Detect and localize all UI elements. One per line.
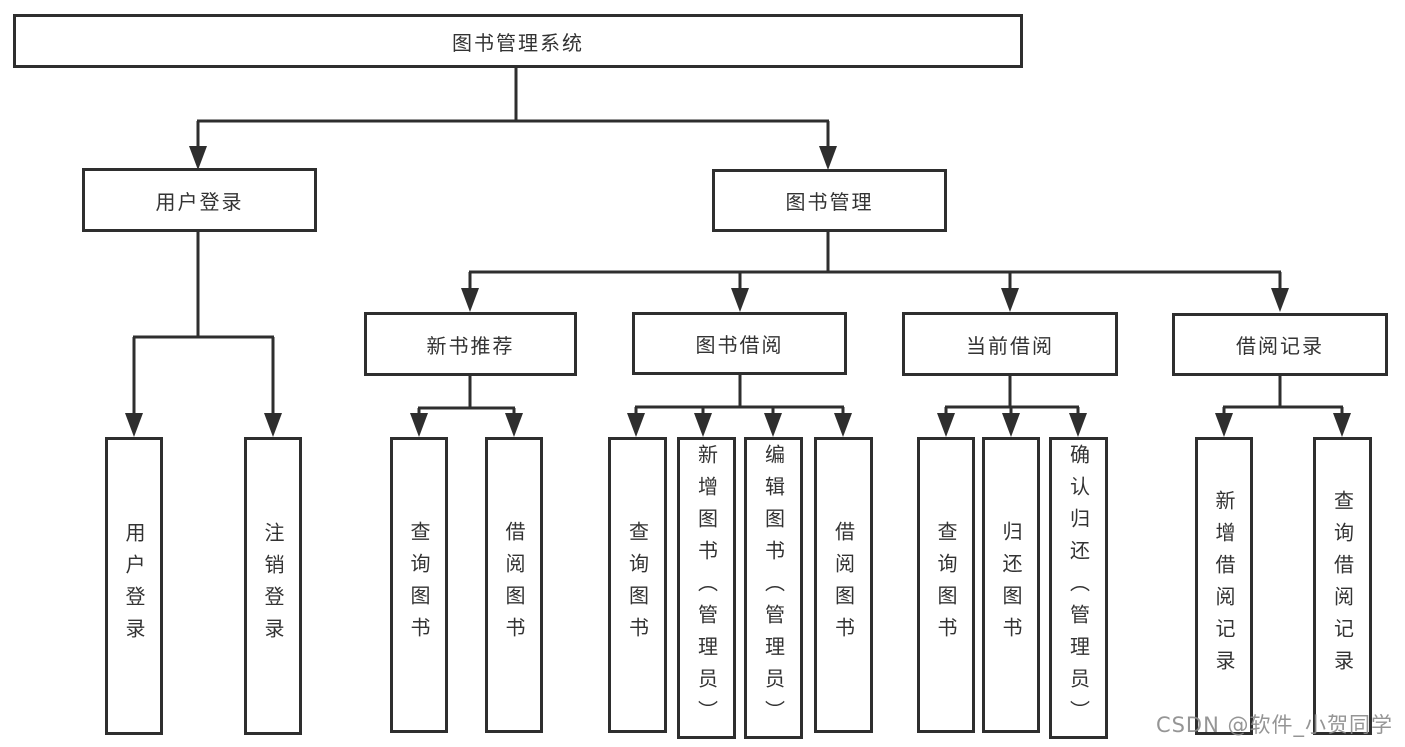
leaf-user-login: 用户登录 (105, 437, 163, 735)
node-user-login-label: 用户登录 (155, 189, 244, 214)
connector-root-to-level2 (189, 68, 837, 170)
leaf-return-books: 归还图书 (982, 437, 1040, 733)
leaf-user-login-label: 用户登录 (122, 522, 146, 650)
leaf-logout-label: 注销登录 (261, 522, 285, 650)
node-borrow-records-label: 借阅记录 (1236, 334, 1324, 358)
leaf-recommend-borrow-books: 借阅图书 (485, 437, 543, 733)
connector-book-mgmt-to-level3 (461, 232, 1289, 312)
leaf-return-books-label: 归还图书 (999, 521, 1023, 649)
leaf-current-query-books-label: 查询图书 (934, 521, 958, 649)
leaf-add-books-admin: 新增图书（管理员） (677, 437, 736, 739)
connector-new-book-to-leaves (410, 376, 523, 437)
csdn-watermark: CSDN @软件_小贺同学 (1155, 713, 1393, 737)
node-book-management: 图书管理 (712, 169, 947, 232)
node-new-book-recommend-label: 新书推荐 (426, 333, 515, 358)
leaf-confirm-return-admin: 确认归还（管理员） (1049, 437, 1108, 739)
leaf-query-borrow-record: 查询借阅记录 (1313, 437, 1372, 735)
node-new-book-recommend: 新书推荐 (364, 312, 577, 376)
node-current-borrow: 当前借阅 (902, 312, 1118, 376)
connector-current-borrow-to-leaves (937, 376, 1087, 437)
node-user-login: 用户登录 (82, 168, 317, 232)
leaf-borrow-query-books: 查询图书 (608, 437, 667, 733)
node-library-system: 图书管理系统 (13, 14, 1023, 68)
leaf-recommend-query-books-label: 查询图书 (407, 521, 431, 649)
connector-user-login-to-leaves (125, 232, 282, 437)
node-current-borrow-label: 当前借阅 (966, 333, 1054, 358)
leaf-borrow-books: 借阅图书 (814, 437, 873, 733)
node-library-system-label: 图书管理系统 (452, 30, 584, 55)
leaf-borrow-books-label: 借阅图书 (831, 521, 856, 649)
node-book-borrow: 图书借阅 (632, 312, 847, 375)
leaf-borrow-query-books-label: 查询图书 (625, 521, 650, 649)
leaf-recommend-query-books: 查询图书 (390, 437, 448, 733)
leaf-current-query-books: 查询图书 (917, 437, 975, 733)
leaf-edit-books-admin-label: 编辑图书（管理员） (761, 444, 786, 732)
leaf-confirm-return-admin-label: 确认归还（管理员） (1066, 444, 1091, 732)
node-book-management-label: 图书管理 (785, 190, 874, 214)
node-book-borrow-label: 图书借阅 (695, 333, 784, 357)
leaf-edit-books-admin: 编辑图书（管理员） (744, 437, 803, 739)
node-borrow-records: 借阅记录 (1172, 313, 1388, 376)
leaf-query-borrow-record-label: 查询借阅记录 (1330, 490, 1355, 682)
leaf-add-borrow-record: 新增借阅记录 (1195, 437, 1253, 735)
connector-book-borrow-to-leaves (627, 375, 852, 437)
leaf-add-borrow-record-label: 新增借阅记录 (1212, 490, 1236, 682)
leaf-logout: 注销登录 (244, 437, 302, 735)
leaf-recommend-borrow-books-label: 借阅图书 (502, 521, 526, 649)
leaf-add-books-admin-label: 新增图书（管理员） (694, 444, 719, 732)
connector-borrow-records-to-leaves (1215, 376, 1351, 437)
